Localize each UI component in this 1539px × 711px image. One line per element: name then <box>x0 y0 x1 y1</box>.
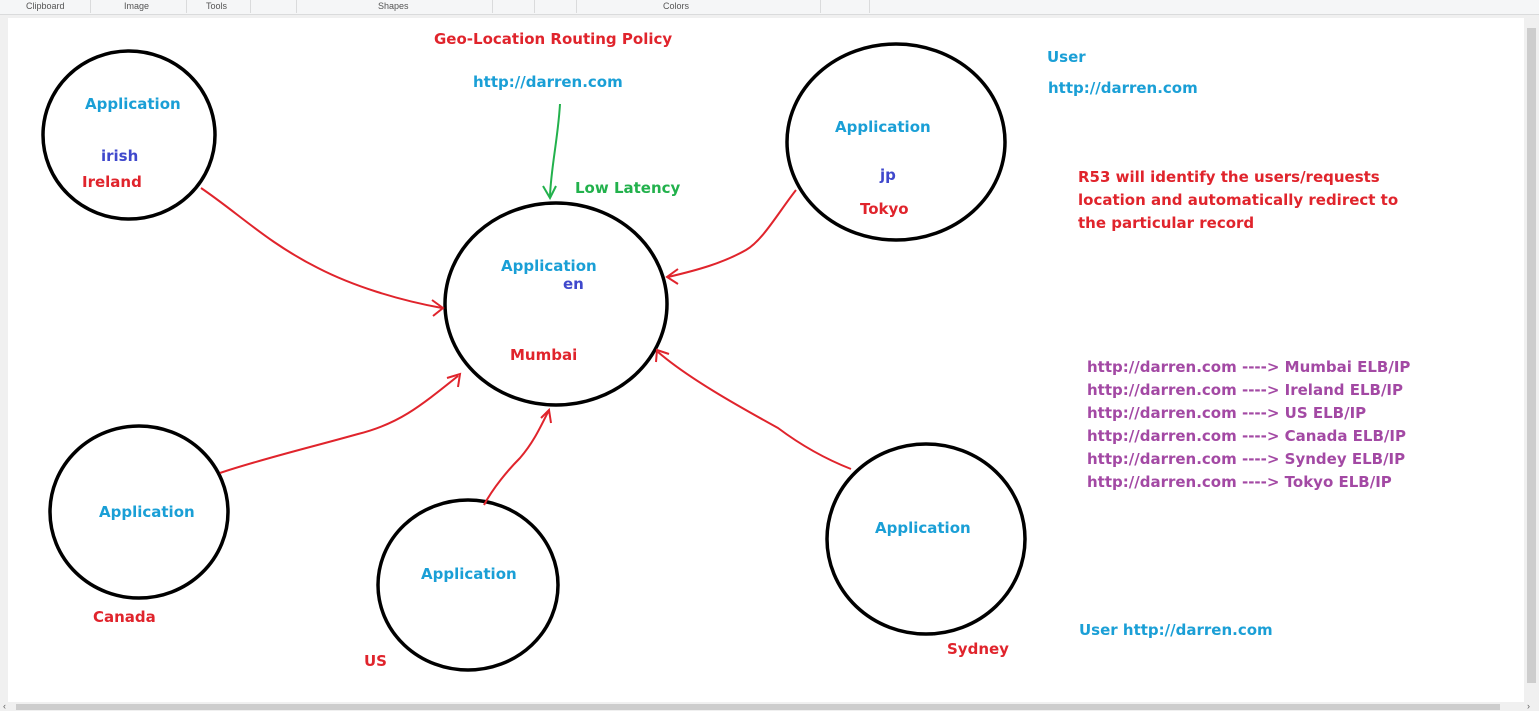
tokyo-to-mumbai-arrow <box>667 189 797 278</box>
routing-record: http://darren.com ----> Canada ELB/IP <box>1087 427 1406 445</box>
canada-circle <box>48 424 230 600</box>
ribbon-separator <box>492 0 493 13</box>
tokyo-app-label: Application <box>835 118 931 136</box>
canada-to-mumbai-arrow <box>219 375 459 474</box>
ribbon-group-labels: Clipboard Image Tools Shapes Colors <box>0 0 1539 15</box>
us-to-mumbai-arrow <box>483 411 549 506</box>
tokyo-lang-label: jp <box>880 166 896 184</box>
ireland-lang-label: irish <box>101 147 139 165</box>
drawing-canvas[interactable]: Geo-Location Routing Policy http://darre… <box>8 18 1524 702</box>
diagram-drawing <box>41 42 1027 672</box>
mumbai-app-label: Application <box>501 257 597 275</box>
us-location-label: US <box>364 652 387 670</box>
sydney-location-label: Sydney <box>947 640 1009 658</box>
sydney-app-label: Application <box>875 519 971 537</box>
diagram-title: Geo-Location Routing Policy <box>434 30 673 48</box>
horizontal-scrollbar[interactable]: ‹ › <box>0 702 1539 711</box>
low-latency-label: Low Latency <box>575 179 681 197</box>
ribbon-separator <box>869 0 870 13</box>
us-app-label: Application <box>421 565 517 583</box>
ribbon-separator <box>90 0 91 13</box>
mumbai-circle <box>443 201 669 407</box>
ribbon-separator <box>250 0 251 13</box>
routing-record: http://darren.com ----> Mumbai ELB/IP <box>1087 358 1411 376</box>
vertical-scrollbar[interactable] <box>1524 18 1539 702</box>
ribbon-group-shapes[interactable]: Shapes <box>378 1 409 11</box>
canada-app-label: Application <box>99 503 195 521</box>
routing-record: http://darren.com ----> Tokyo ELB/IP <box>1087 473 1392 491</box>
ribbon-group-clipboard[interactable]: Clipboard <box>26 1 65 11</box>
low-latency-arrow-head <box>542 185 557 201</box>
vertical-scrollbar-thumb[interactable] <box>1527 28 1536 683</box>
canada-arrow-head <box>446 372 462 388</box>
mumbai-location-label: Mumbai <box>510 346 578 364</box>
ribbon-separator <box>576 0 577 13</box>
low-latency-arrow <box>549 103 561 197</box>
sydney-circle <box>825 442 1027 636</box>
user-top-url: http://darren.com <box>1048 79 1198 97</box>
scroll-left-arrow-icon[interactable]: ‹ <box>3 701 6 711</box>
ribbon-separator <box>820 0 821 13</box>
r53-note-line: the particular record <box>1078 214 1255 232</box>
user-top-label: User <box>1047 48 1086 66</box>
ireland-arrow-head <box>431 299 445 317</box>
routing-record: http://darren.com ----> Ireland ELB/IP <box>1087 381 1404 399</box>
sydney-to-mumbai-arrow <box>657 351 852 470</box>
ribbon-separator <box>534 0 535 13</box>
mumbai-lang-label: en <box>563 275 584 293</box>
routing-records-list: http://darren.com ----> Mumbai ELB/IP ht… <box>1087 356 1410 494</box>
scroll-right-arrow-icon[interactable]: › <box>1527 701 1530 711</box>
ribbon-group-tools[interactable]: Tools <box>206 1 228 11</box>
ribbon-group-image[interactable]: Image <box>124 1 150 11</box>
ribbon-separator <box>296 0 297 13</box>
user-bottom-label: User http://darren.com <box>1079 621 1273 639</box>
sydney-arrow-head <box>655 348 670 363</box>
ireland-circle <box>41 49 217 221</box>
us-arrow-head <box>540 407 552 424</box>
routing-record: http://darren.com ----> US ELB/IP <box>1087 404 1367 422</box>
canada-location-label: Canada <box>93 608 156 626</box>
r53-note-line: location and automatically redirect to <box>1078 191 1399 209</box>
horizontal-scrollbar-thumb[interactable] <box>16 704 1500 710</box>
tokyo-circle <box>785 42 1007 242</box>
tokyo-location-label: Tokyo <box>860 200 909 218</box>
ireland-app-label: Application <box>85 95 181 113</box>
ireland-location-label: Ireland <box>82 173 142 191</box>
ribbon-group-colors[interactable]: Colors <box>663 1 690 11</box>
tokyo-arrow-head <box>665 268 679 285</box>
ireland-to-mumbai-arrow <box>200 187 443 309</box>
title-url: http://darren.com <box>473 73 623 91</box>
r53-note-line: R53 will identify the users/requests <box>1078 168 1380 186</box>
routing-record: http://darren.com ----> Syndey ELB/IP <box>1087 450 1406 468</box>
r53-note: R53 will identify the users/requests loc… <box>1078 166 1398 235</box>
ribbon-separator <box>186 0 187 13</box>
us-circle <box>376 498 560 672</box>
